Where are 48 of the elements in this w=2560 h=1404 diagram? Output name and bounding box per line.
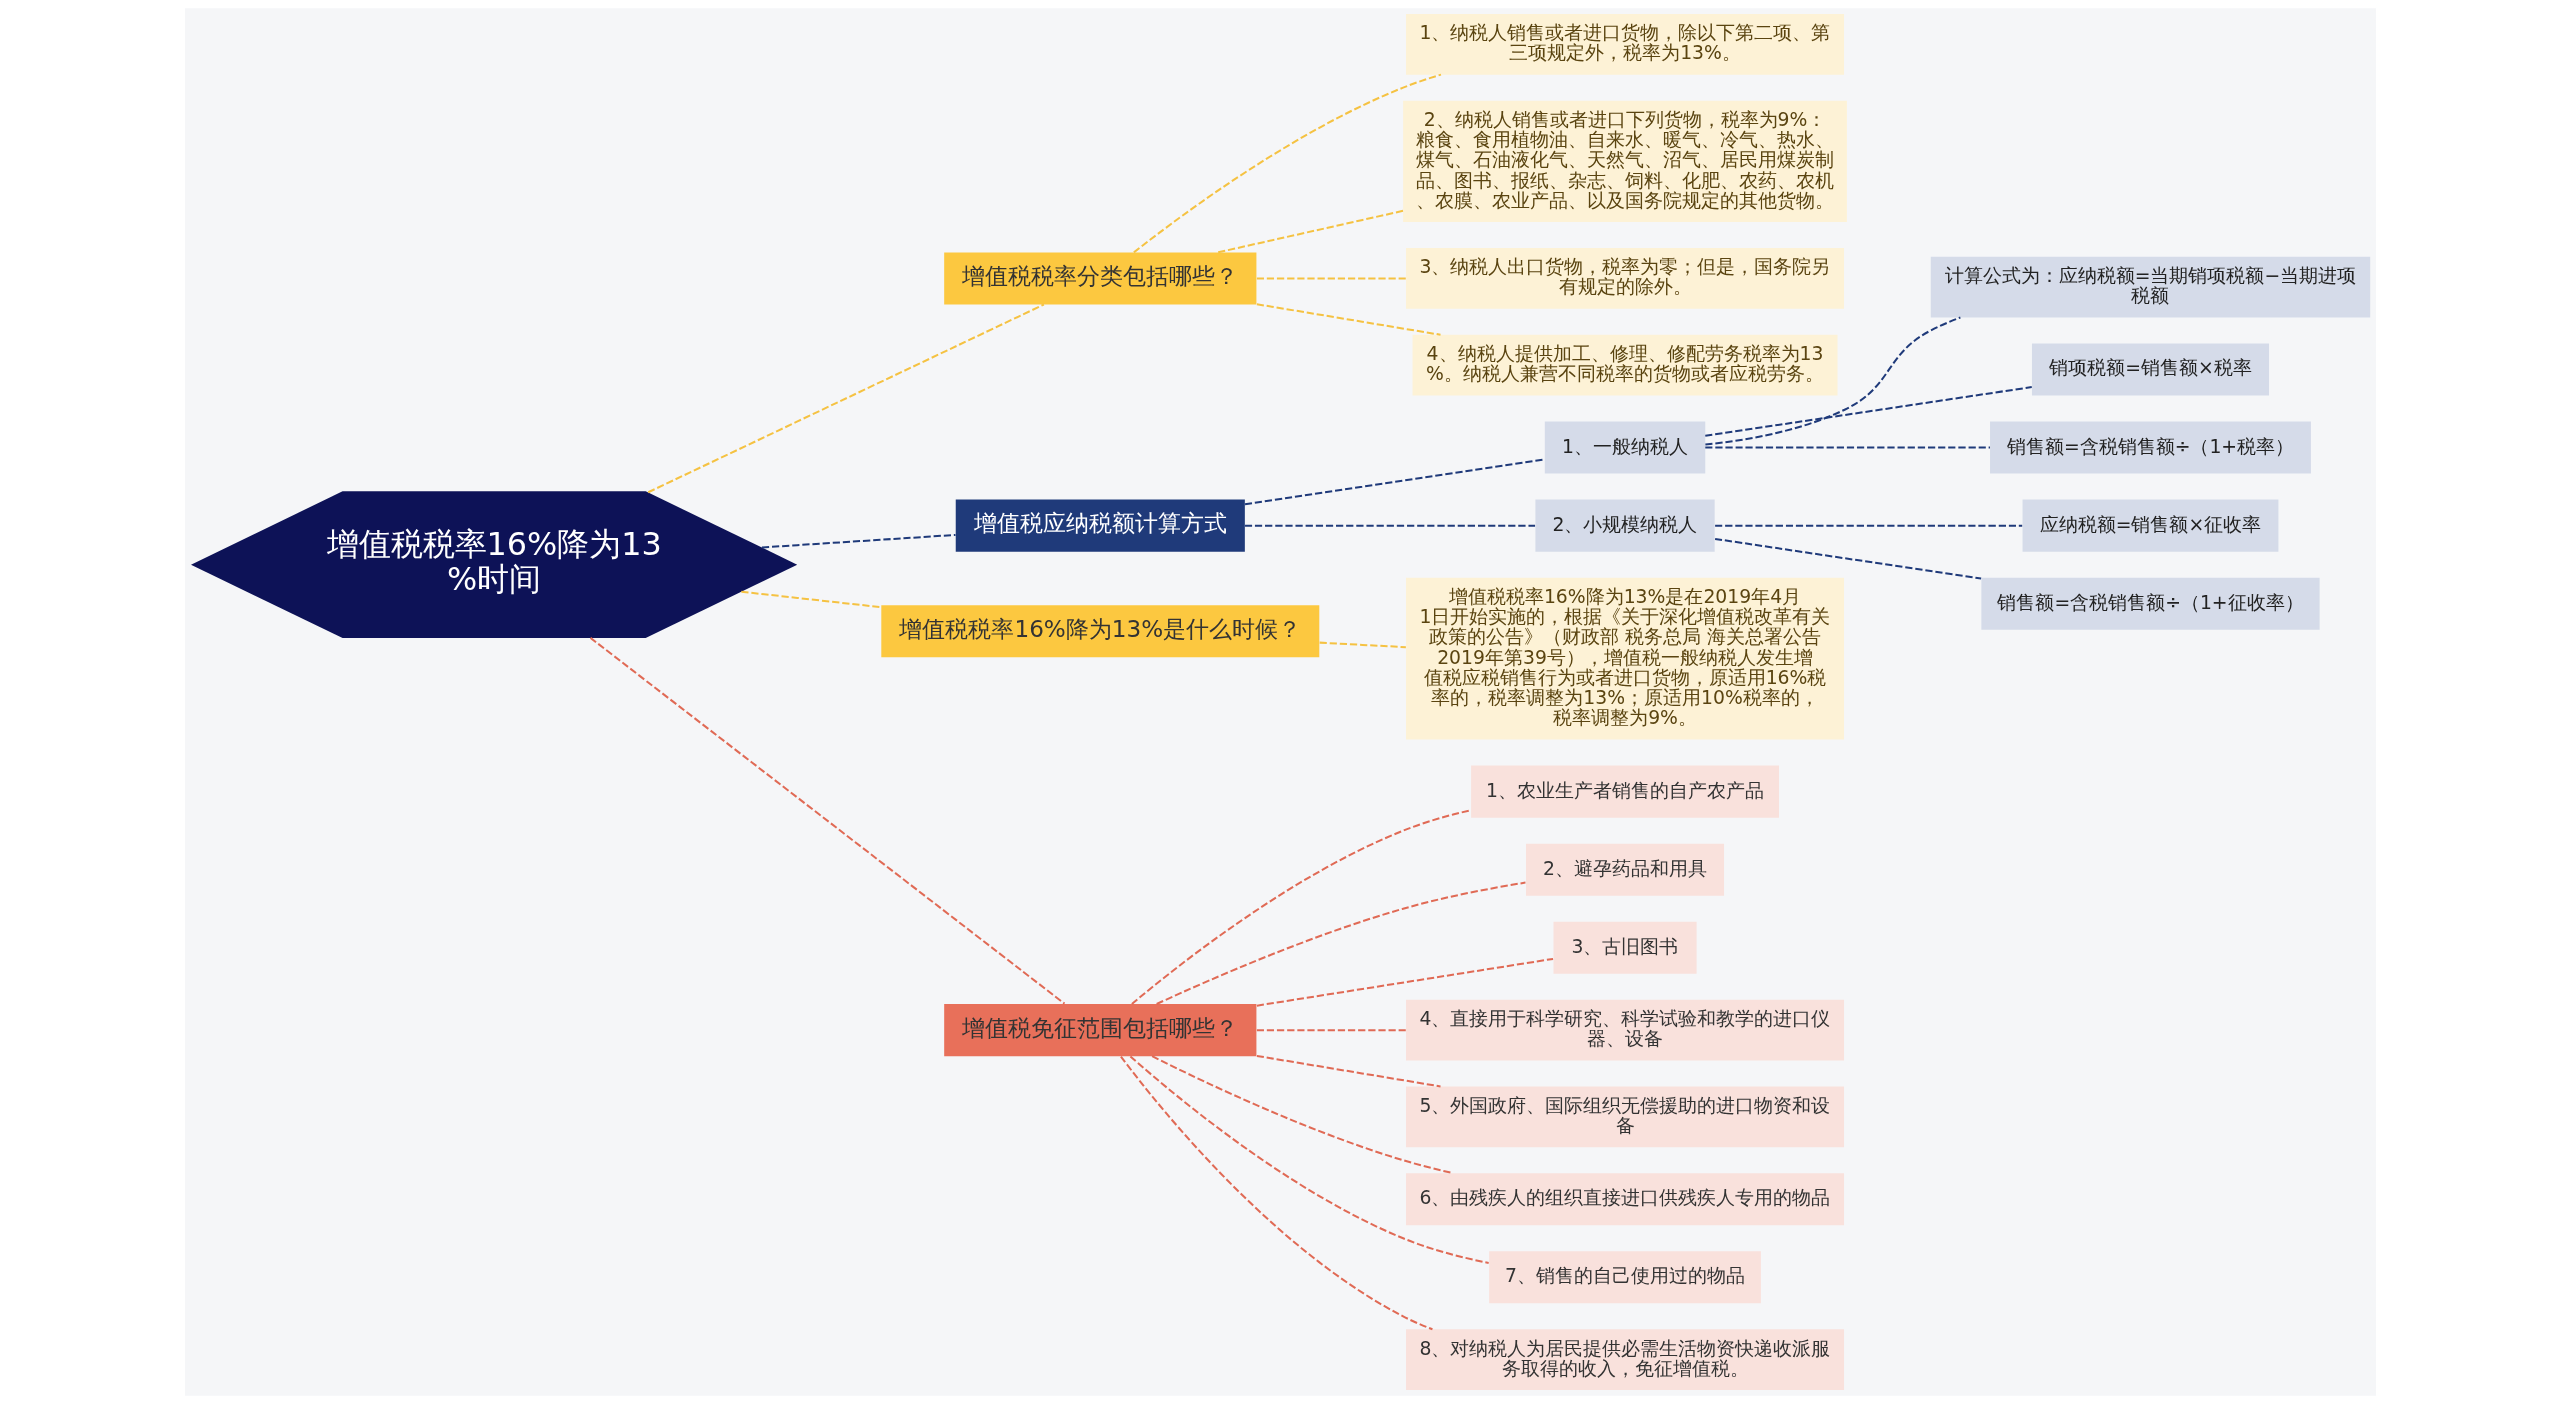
connector bbox=[1704, 386, 2032, 437]
connector bbox=[1714, 524, 2022, 527]
node-box: 2、避孕药品和用具 bbox=[1525, 843, 1724, 896]
node-box: 1、纳税人销售或者进口货物，除以下第二项、第三项规定外，税率为13%。 bbox=[1405, 13, 1844, 75]
node-box: 销项税额=销售额×税率 bbox=[2031, 343, 2269, 396]
connector bbox=[1132, 73, 1441, 254]
node-box: 7、销售的自己使用过的物品 bbox=[1488, 1251, 1761, 1304]
node-box: 3、古旧图书 bbox=[1553, 921, 1697, 974]
connector bbox=[589, 637, 1065, 1005]
connector bbox=[1155, 881, 1526, 1005]
node-box: 4、直接用于科学研究、科学试验和教学的进口仪器、设备 bbox=[1405, 999, 1844, 1061]
connector bbox=[1256, 277, 1406, 280]
node-box: 应纳税额=销售额×征收率 bbox=[2022, 499, 2278, 552]
connector bbox=[1714, 537, 1981, 580]
connector bbox=[1217, 209, 1403, 254]
connector bbox=[1130, 809, 1471, 1005]
connector bbox=[761, 533, 956, 549]
connector bbox=[1704, 316, 1961, 446]
node-box: 2、小规模纳税人 bbox=[1534, 499, 1715, 552]
node-box: 增值税应纳税额计算方式 bbox=[955, 499, 1245, 552]
node-box: 4、纳税人提供加工、修理、修配劳务税率为13%。纳税人兼营不同税率的货物或者应税劳务。 bbox=[1412, 334, 1838, 396]
node-box: 销售额=含税销售额÷（1+税率） bbox=[1989, 421, 2311, 474]
node-box: 2、纳税人销售或者进口下列货物，税率为9%：粮食、食用植物油、自来水、暖气、冷气、热水、煤气、石油液化气、天然气、沼气、居民用煤炭制品、图书、报纸、杂志、饲料、化肥、农药、农机、农膜、农业产品、以及国务院规定的其他货物。 bbox=[1402, 100, 1847, 223]
node-box: 1、一般纳税人 bbox=[1544, 421, 1705, 474]
connector bbox=[1256, 957, 1553, 1007]
node-box: 增值税税率16%降为13%是在2019年4月1日开始实施的，根据《关于深化增值税改革有关政策的公告》（财政部 税务总局 海关总署公告2019年第39号），增值税一般纳税人发生增值税应税销售行为或者进口货物，原适用16%税率的，税率调整为13%；原适用10%税率的，税率调整为9%。 bbox=[1405, 577, 1844, 740]
node-box: 增值税免征范围包括哪些？ bbox=[943, 1004, 1256, 1057]
node-box: 增值税税率16%降为13%是什么时候？ bbox=[880, 605, 1319, 658]
node-box: 增值税税率分类包括哪些？ bbox=[943, 252, 1256, 305]
connector bbox=[1256, 303, 1441, 336]
node-box: 5、外国政府、国际组织无偿援助的进口物资和设备 bbox=[1405, 1086, 1844, 1148]
node-box: 6、由残疾人的组织直接进口供残疾人专用的物品 bbox=[1405, 1173, 1844, 1226]
connector bbox=[1244, 458, 1545, 506]
connector bbox=[1256, 1054, 1441, 1088]
connector bbox=[1704, 446, 1990, 449]
connector bbox=[1319, 641, 1406, 649]
connector bbox=[1129, 1055, 1489, 1264]
connector bbox=[1151, 1055, 1453, 1175]
node-box: 计算公式为：应纳税额=当期销项税额−当期进项税额 bbox=[1930, 256, 2370, 318]
node-box: 8、对纳税人为居民提供必需生活物资快递收派服务取得的收入，免征增值税。 bbox=[1405, 1329, 1844, 1391]
connector bbox=[1244, 524, 1535, 527]
connector bbox=[1256, 1029, 1406, 1032]
connector bbox=[740, 590, 881, 609]
connector bbox=[1119, 1055, 1433, 1331]
node-box: 1、农业生产者销售的自产农产品 bbox=[1470, 765, 1779, 818]
node-box: 销售额=含税销售额÷（1+征收率） bbox=[1980, 577, 2320, 630]
node-box: 3、纳税人出口货物，税率为零；但是，国务院另有规定的除外。 bbox=[1405, 248, 1844, 309]
connector bbox=[647, 303, 1044, 494]
